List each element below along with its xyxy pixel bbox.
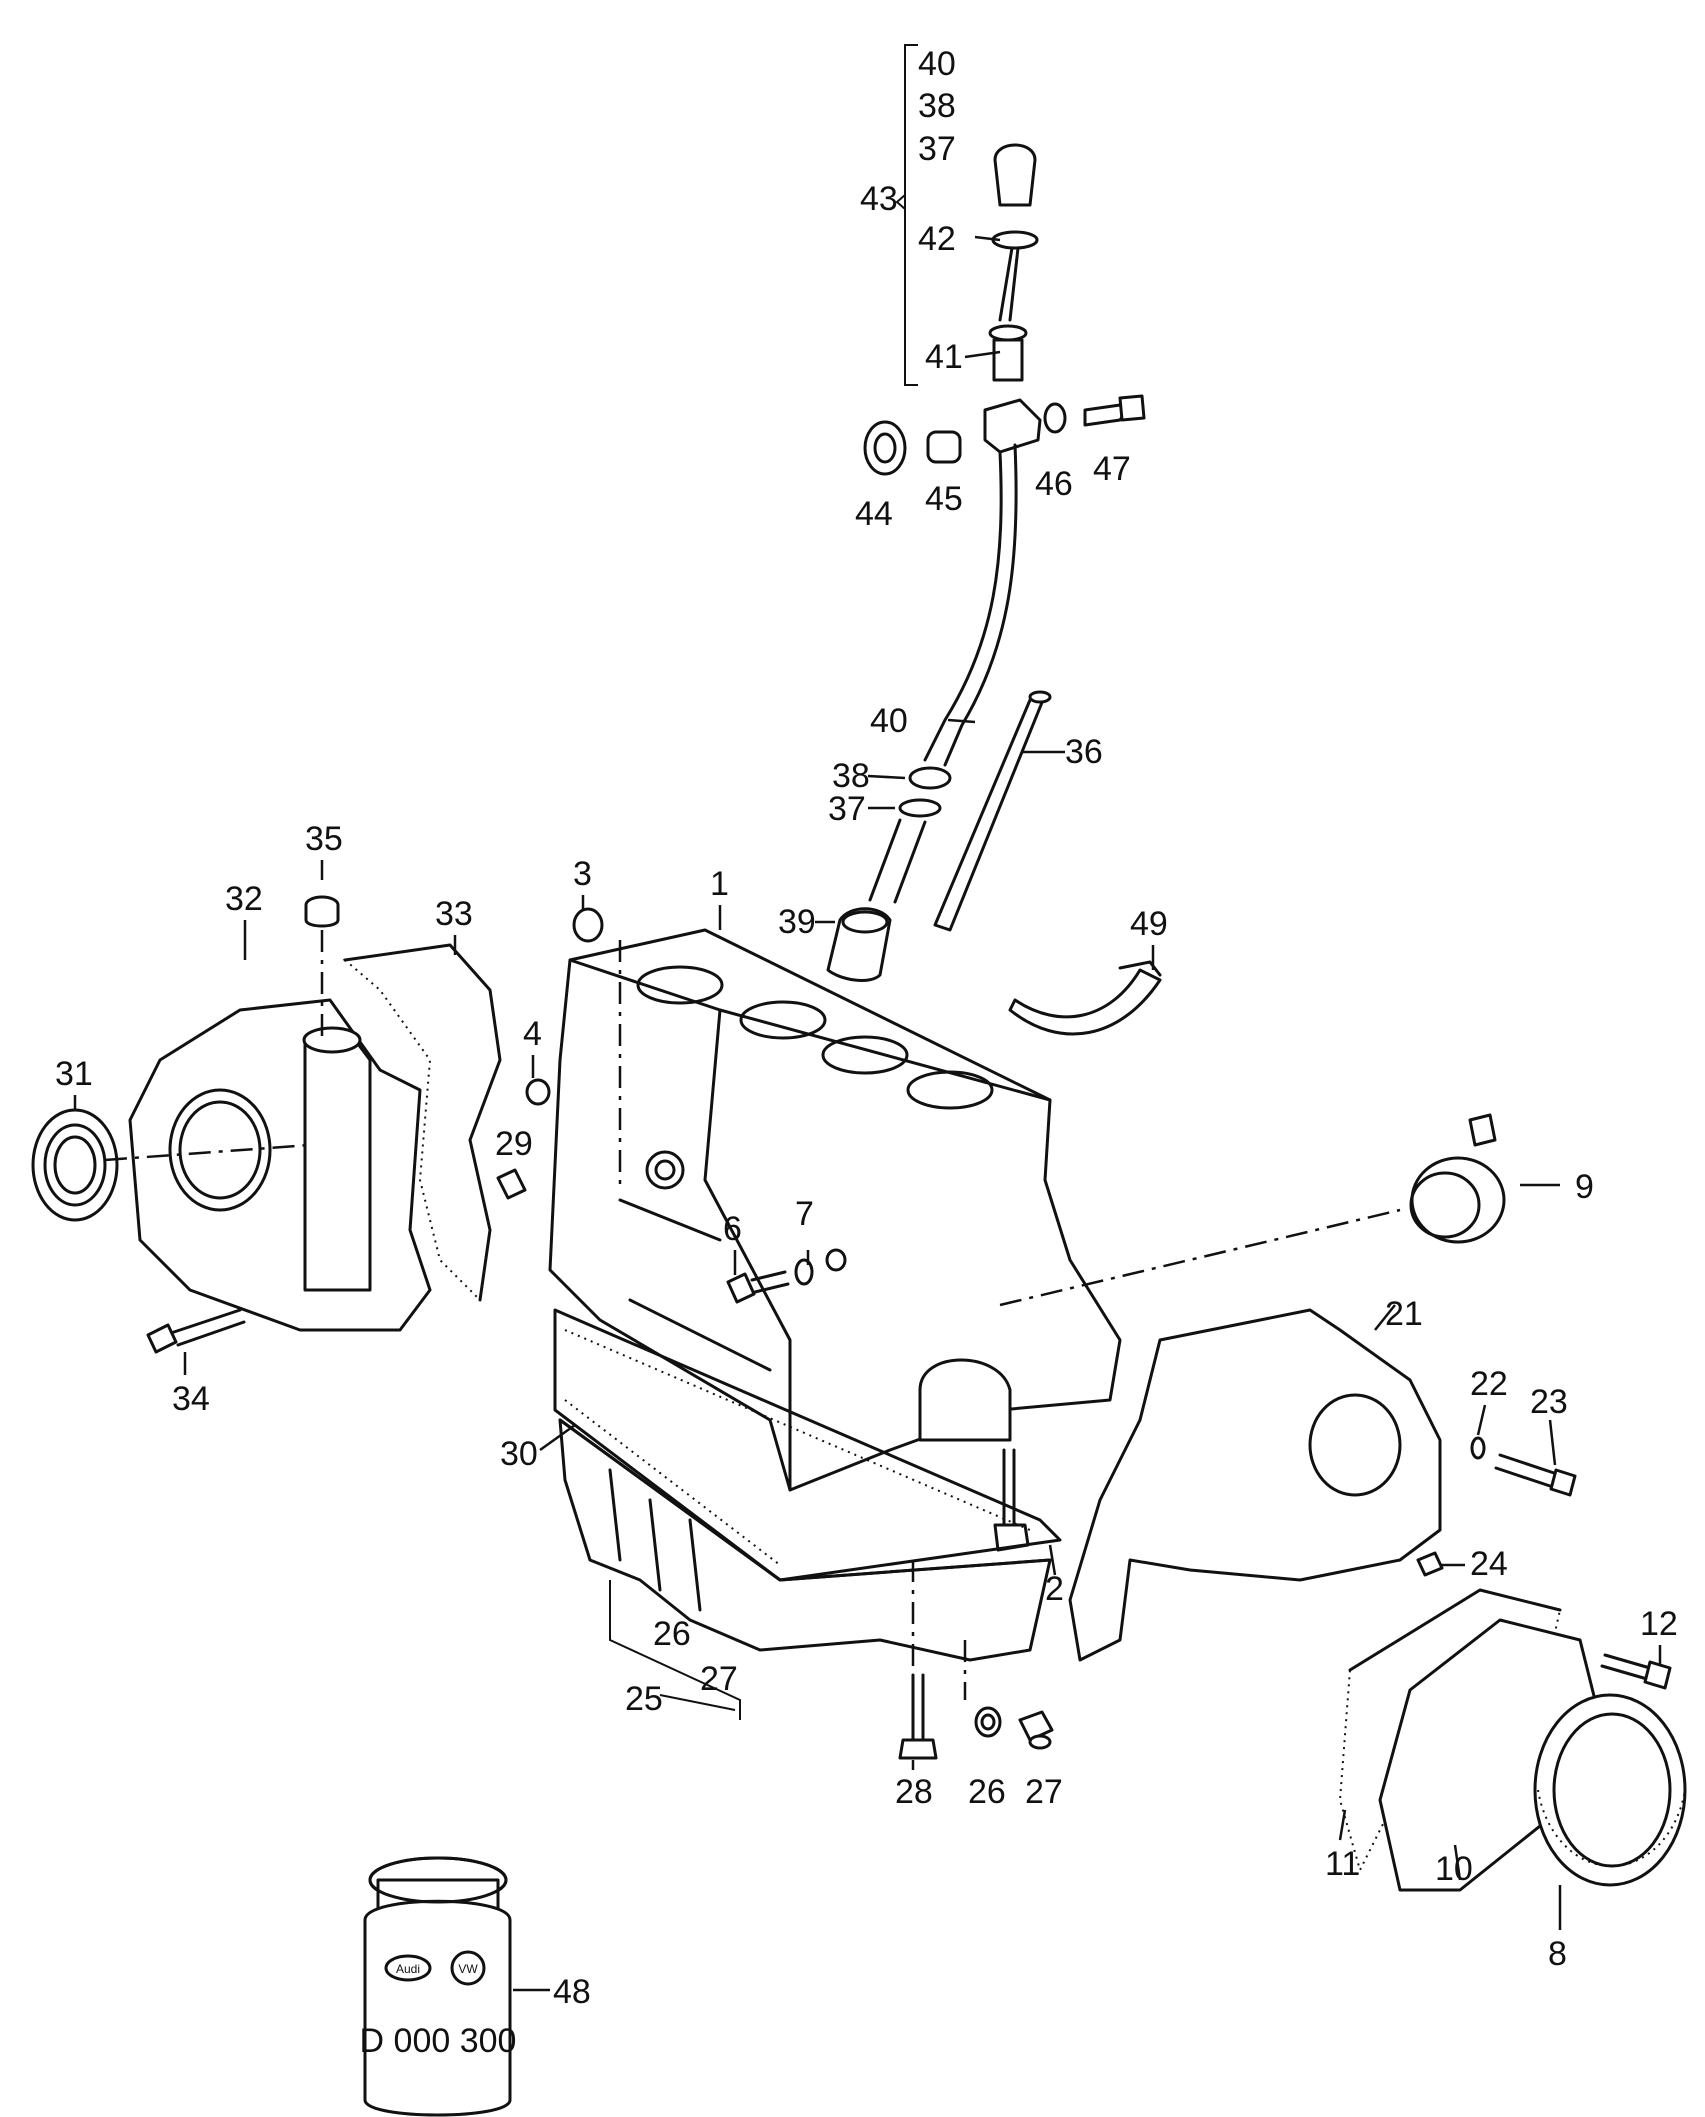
rear-gasket-11 (1338, 1588, 1562, 1873)
part-labels: 40 38 37 43 42 41 44 45 46 47 40 36 38 3… (55, 45, 1678, 2011)
label-38: 38 (832, 757, 870, 795)
washer-22 (1470, 1436, 1486, 1460)
bolt-34 (146, 1308, 246, 1354)
rear-oil-seal-8 (1533, 1693, 1687, 1887)
drain-plug-27 (1018, 1710, 1054, 1750)
oil-pan-gasket (553, 1308, 1062, 1582)
label-27: 27 (1025, 1773, 1063, 1811)
label-26-pan: 26 (653, 1615, 691, 1653)
label-23: 23 (1530, 1383, 1568, 1421)
label-38-top: 38 (918, 87, 956, 125)
oil-pan (558, 1418, 1052, 1662)
front-oil-seal (31, 1108, 119, 1222)
can-part-number: D 000 300 (360, 2022, 517, 2060)
label-9: 9 (1575, 1168, 1594, 1206)
label-31: 31 (55, 1055, 93, 1093)
label-49: 49 (1130, 905, 1168, 943)
label-12: 12 (1640, 1605, 1678, 1643)
can-brand-right: VW (458, 1962, 478, 1976)
cover-gasket (342, 943, 502, 1303)
bolt-12 (1600, 1653, 1672, 1690)
dowel-4 (525, 1078, 551, 1106)
seal-7 (794, 1248, 847, 1286)
label-4: 4 (523, 1015, 542, 1053)
label-21: 21 (1385, 1295, 1423, 1333)
bolt-23 (1494, 1453, 1577, 1497)
dipstick-funnel-seal (826, 907, 892, 982)
label-34: 34 (172, 1380, 210, 1418)
label-2: 2 (1045, 1570, 1064, 1608)
sealant-can-48 (363, 1856, 512, 2117)
label-7: 7 (795, 1195, 814, 1233)
label-11: 11 (1325, 1845, 1360, 1883)
intermediate-plate (1068, 1308, 1442, 1662)
label-10: 10 (1435, 1850, 1473, 1888)
label-42: 42 (918, 220, 956, 258)
can-brand-left: Audi (396, 1962, 420, 1976)
bolt-6 (726, 1270, 790, 1304)
cap-plug-35 (304, 895, 340, 928)
label-1: 1 (710, 865, 729, 903)
label-25: 25 (625, 1680, 663, 1718)
label-40: 40 (870, 702, 908, 740)
assembly-axis-lines (104, 930, 1401, 1700)
label-3: 3 (573, 855, 592, 893)
label-37: 37 (828, 790, 866, 828)
seal-ring-26 (974, 1706, 1002, 1738)
label-37-top: 37 (918, 130, 956, 168)
label-26: 26 (968, 1773, 1006, 1811)
label-48: 48 (553, 1973, 591, 2011)
label-43: 43 (860, 180, 898, 218)
label-45: 45 (925, 480, 963, 518)
label-30: 30 (500, 1435, 538, 1473)
stud-2 (993, 1448, 1030, 1552)
label-22: 22 (1470, 1365, 1508, 1403)
label-33: 33 (435, 895, 473, 933)
intermediate-shaft-rod (933, 690, 1052, 932)
label-41: 41 (925, 338, 963, 376)
dipstick-handle (988, 143, 1039, 382)
dowel-24 (1416, 1551, 1444, 1577)
dipstick-guide-tube (868, 398, 1042, 904)
label-47: 47 (1093, 450, 1131, 488)
label-44: 44 (855, 495, 893, 533)
label-24: 24 (1470, 1545, 1508, 1583)
label-40-top: 40 (918, 45, 956, 83)
cylinder-block (548, 928, 1122, 1492)
label-46: 46 (1035, 465, 1073, 503)
block-plug-3 (572, 907, 604, 943)
bolt-28 (898, 1673, 938, 1760)
pump-housing-9 (1409, 1113, 1506, 1244)
label-36: 36 (1065, 733, 1103, 771)
label-39: 39 (778, 903, 816, 941)
label-27-pan: 27 (700, 1660, 738, 1698)
grommet-and-sleeve (863, 394, 1146, 476)
retaining-clip (1008, 960, 1162, 1036)
label-28: 28 (895, 1773, 933, 1811)
label-6: 6 (723, 1210, 742, 1248)
label-8: 8 (1548, 1935, 1567, 1973)
dipstick-bracket-group (895, 44, 918, 386)
leader-lines (73, 235, 1662, 1992)
label-29: 29 (495, 1125, 533, 1163)
front-timing-cover (128, 998, 432, 1332)
dowel-29 (496, 1168, 527, 1200)
label-32: 32 (225, 880, 263, 918)
label-35: 35 (305, 820, 343, 858)
